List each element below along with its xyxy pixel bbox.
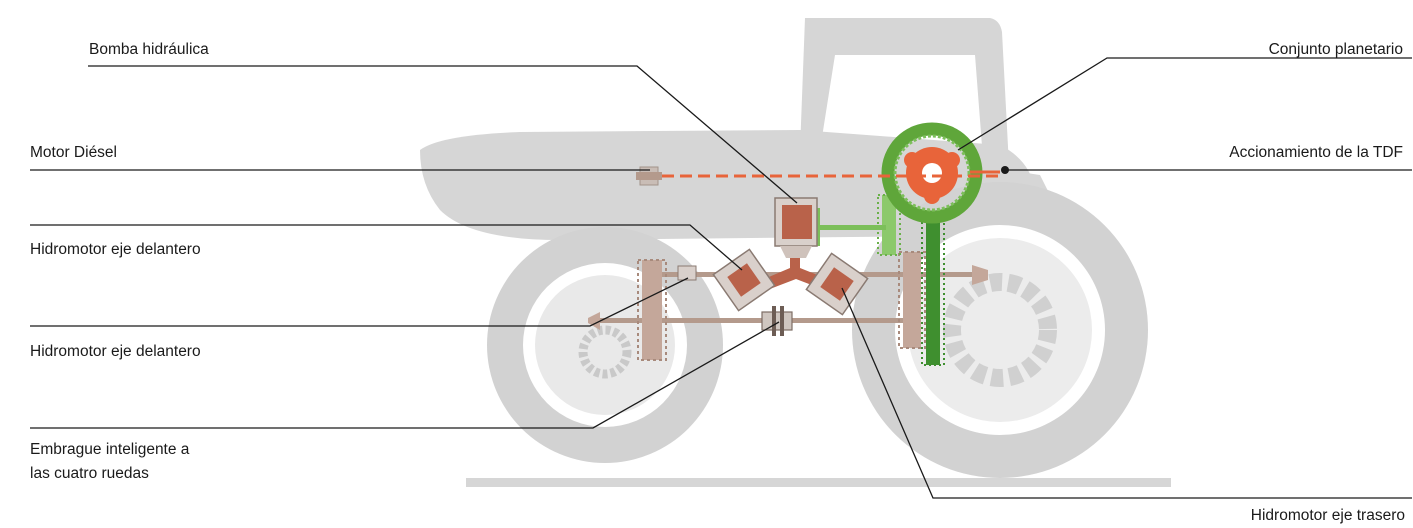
lower-shaft bbox=[590, 318, 920, 323]
engine-power-line bbox=[636, 166, 1000, 186]
smart-4wd-clutch bbox=[761, 306, 793, 336]
leader-hidro-del-2 bbox=[30, 277, 689, 327]
green-shaft bbox=[820, 225, 886, 230]
rear-bevel bbox=[972, 265, 988, 285]
label-hidromotor-trasero: Hidromotor eje trasero bbox=[1250, 507, 1405, 524]
label-bomba-hidraulica: Bomba hidráulica bbox=[89, 41, 209, 58]
label-accionamiento-tdf: Accionamiento de la TDF bbox=[1229, 144, 1403, 161]
leader-hidro-del-1 bbox=[30, 224, 743, 271]
leader-hidro-trasero bbox=[841, 287, 1412, 499]
hydraulic-pump bbox=[774, 197, 818, 258]
green-gear bbox=[882, 195, 896, 255]
front-hydromotor-small bbox=[677, 265, 697, 281]
front-wheel bbox=[487, 227, 723, 463]
front-hydromotor-left bbox=[712, 248, 776, 312]
rear-gear bbox=[898, 251, 926, 349]
label-embrague-line1: Embrague inteligente a bbox=[30, 441, 190, 458]
leader-planetario bbox=[957, 57, 1412, 151]
label-hidromotor-delantero-2: Hidromotor eje delantero bbox=[30, 343, 201, 360]
leader-bomba bbox=[88, 65, 798, 204]
label-hidromotor-delantero-1: Hidromotor eje delantero bbox=[30, 241, 201, 258]
tdf-dot bbox=[1001, 166, 1009, 174]
front-bevel bbox=[588, 312, 600, 330]
rear-hydromotor-right bbox=[805, 252, 869, 316]
dark-green-gear bbox=[926, 220, 940, 365]
leader-embrague bbox=[30, 321, 780, 429]
ground-bar bbox=[466, 478, 1171, 487]
leader-lines bbox=[30, 57, 1412, 499]
label-embrague-line2: las cuatro ruedas bbox=[30, 465, 149, 482]
label-conjunto-planetario: Conjunto planetario bbox=[1268, 41, 1403, 58]
front-gear bbox=[637, 259, 667, 361]
rear-wheel bbox=[852, 182, 1148, 478]
label-motor-diesel: Motor Diésel bbox=[30, 144, 117, 161]
